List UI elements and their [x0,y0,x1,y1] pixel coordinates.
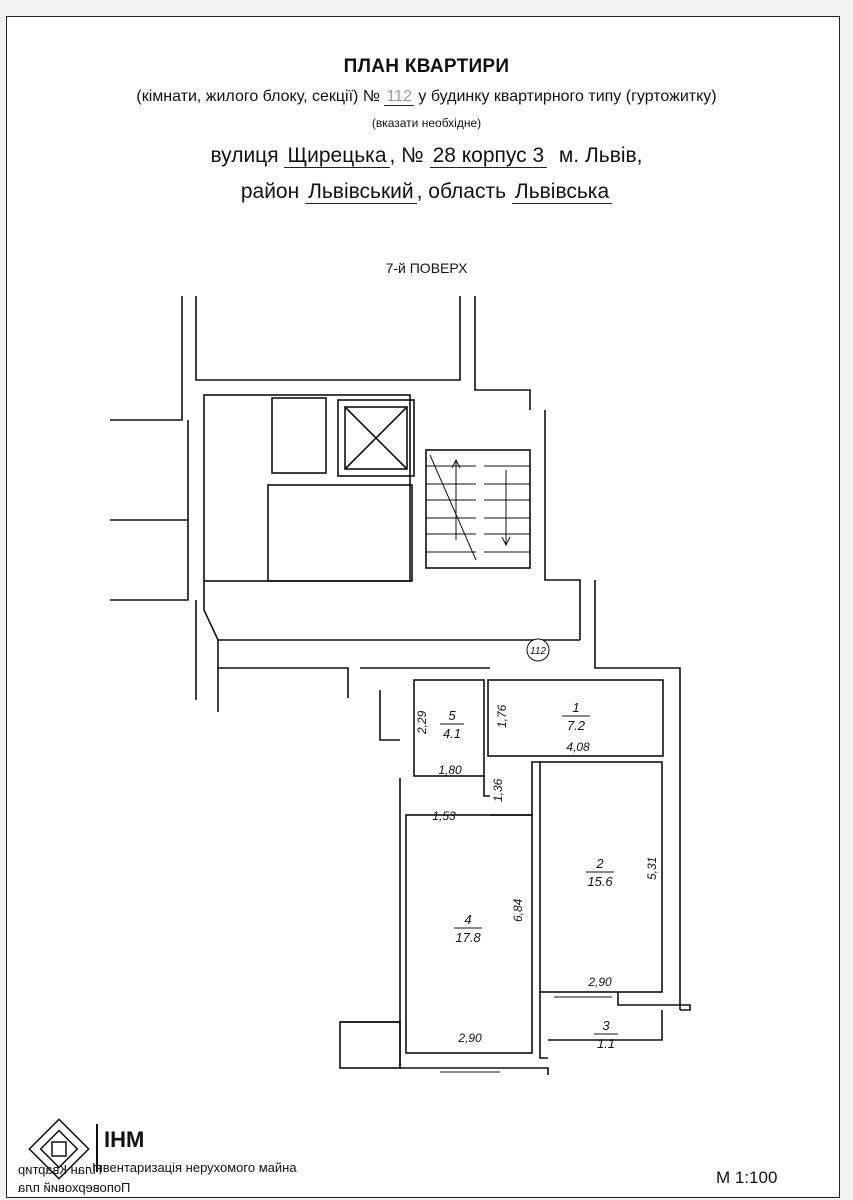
room-5 [413,679,485,777]
dim-1-80: 1,80 [438,763,462,777]
dim-2-90-room2: 2,90 [587,975,612,989]
room-3-num: 3 [602,1018,610,1033]
floor-label: 7-й ПОВЕРХ [385,260,468,276]
dim-1-36: 1,36 [491,778,505,802]
subtitle-prefix: (кімнати, жилого блоку, секції) № [136,88,380,105]
dim-6-84: 6,84 [511,898,525,922]
room-3-area: 1.1 [597,1036,615,1051]
subtitle-hint: (вказати необхідне) [371,116,482,130]
room-2-area: 15.6 [587,874,613,889]
number-prefix: , № [389,144,424,167]
district-prefix: район [240,180,300,203]
room-4-area: 17.8 [455,930,481,945]
apartment-marker-circle [526,638,550,662]
room-1-area: 7.2 [567,718,586,733]
apartment-marker-label: 112 [530,646,546,657]
dim-5-31: 5,31 [645,857,659,880]
dim-1-53: 1,53 [432,809,456,823]
room-5-num: 5 [448,708,456,723]
city-name: м. Львів, [558,144,643,167]
district-name: Львівський [305,180,417,204]
dim-4-08: 4,08 [566,740,590,754]
mirrored-text-2: Поповерховий пла [18,1180,131,1195]
inm-logo-icon [28,1118,90,1180]
room-2-num: 2 [595,856,604,871]
room-1-num: 1 [572,700,579,715]
plan-walls [110,296,691,1075]
elevator-shaft [337,399,415,477]
subtitle-line: (кімнати, жилого блоку, секції) № 112 у … [0,88,853,106]
street-name: Щирецька [284,144,390,168]
building-number: 28 корпус 3 [429,144,548,168]
room-2 [539,761,663,993]
logo-divider [96,1124,98,1172]
scale-label: М 1:100 [716,1168,778,1187]
dim-2-29: 2,29 [415,710,429,735]
brand-name: ІНМ [104,1127,145,1152]
dimension-labels: 2,29 1,76 4,08 1,80 1,36 1,53 6,84 5,31 … [415,704,659,1045]
room-labels: 1 7.2 5 4.1 2 15.6 4 17.8 3 1.1 [440,700,618,1051]
apartment-number: 112 [384,88,414,106]
staircase [425,449,531,569]
room-5-area: 4.1 [443,726,461,741]
shaft-room [271,397,327,474]
address-line-1: вулиця Щирецька, № 28 корпус 3 м. Львів, [0,144,853,168]
mirrored-text-1: План Квартир [18,1162,102,1177]
dim-1-76: 1,76 [495,704,509,728]
room-4 [405,814,533,1054]
dim-2-90-room4: 2,90 [457,1031,482,1045]
subtitle-suffix: у будинку квартирного типу (гуртожитку) [418,88,717,105]
document-sheet [6,16,840,1198]
organization-name: Інвентаризація нерухомого майна [92,1160,297,1175]
street-prefix: вулиця [210,144,279,167]
region-prefix: , область [416,180,507,203]
room-1 [487,679,664,757]
region-name: Львівська [511,180,613,204]
page-title: ПЛАН КВАРТИРИ [343,56,510,77]
room-4-num: 4 [464,912,471,927]
address-line-2: район Львівський, область Львівська [0,180,853,204]
